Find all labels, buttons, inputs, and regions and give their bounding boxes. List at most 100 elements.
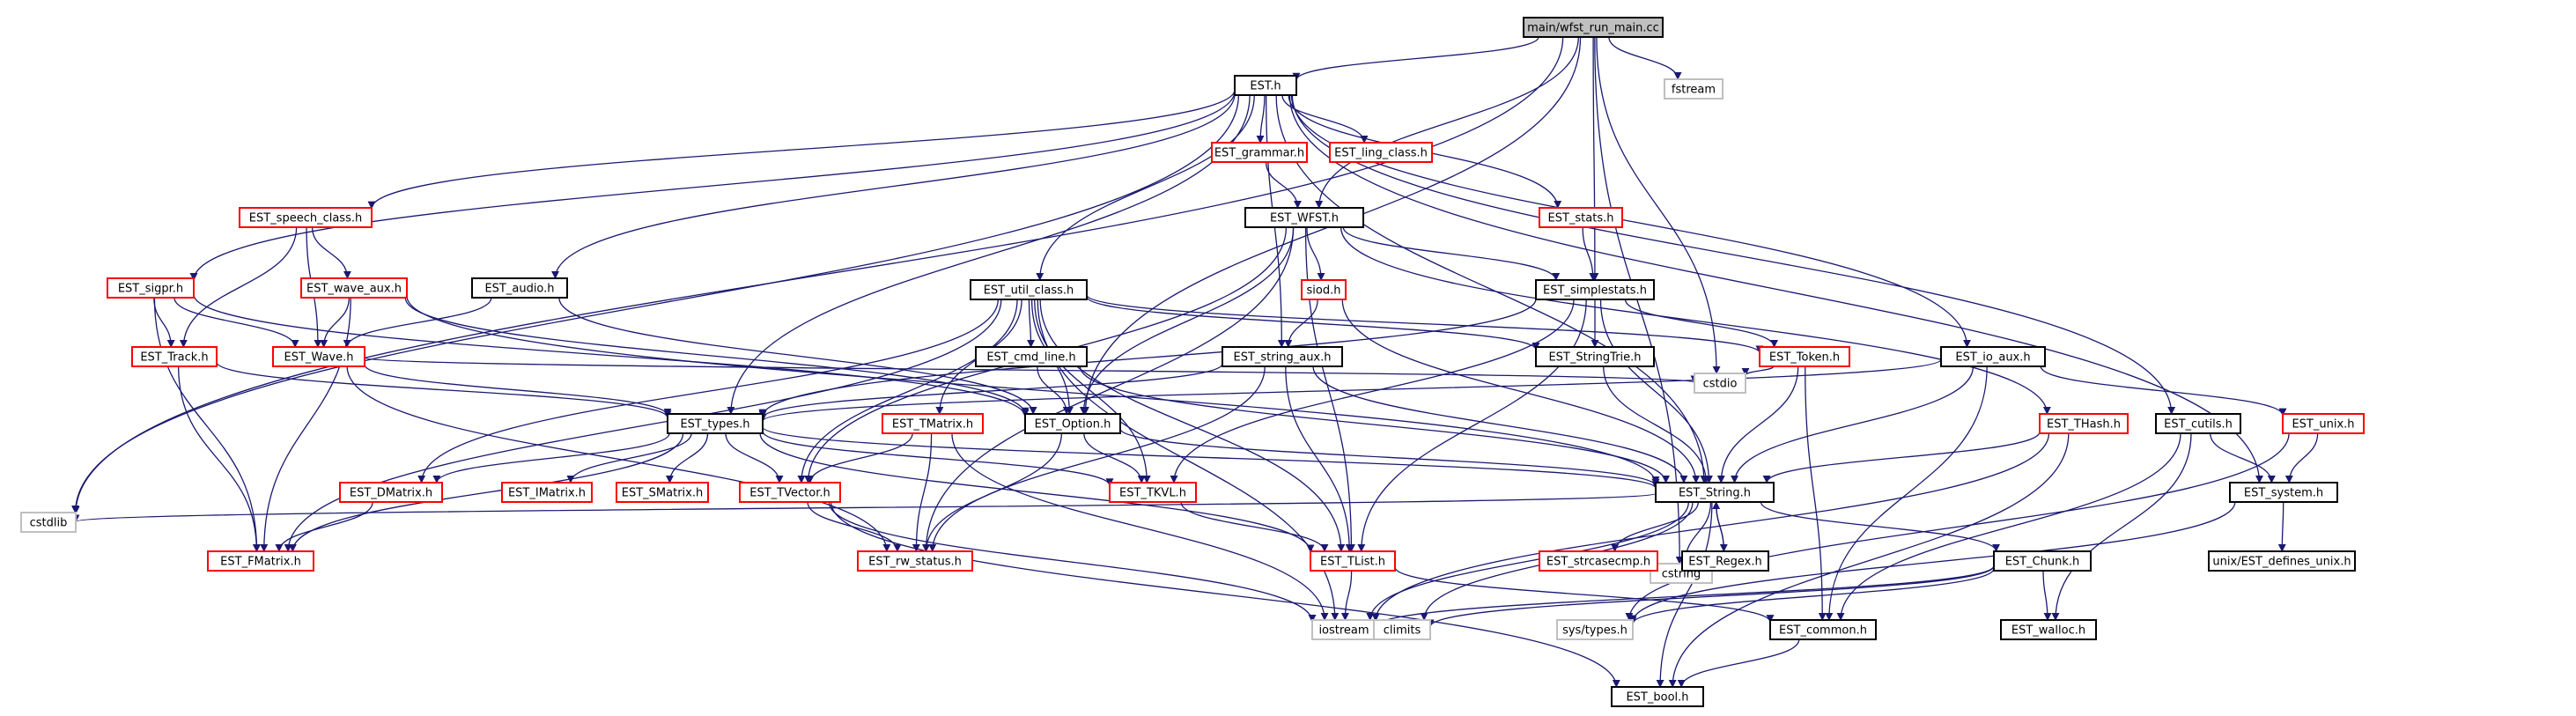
- edge-root-to-cstdlib: [71, 36, 1564, 514]
- node-stringtrie[interactable]: EST_StringTrie.h: [1535, 346, 1655, 367]
- node-box: [2155, 413, 2241, 434]
- node-box: [2208, 550, 2356, 572]
- node-root: main/wfst_run_main.cc: [1523, 17, 1664, 38]
- node-thash[interactable]: EST_THash.h: [2039, 413, 2129, 434]
- node-grammar[interactable]: EST_grammar.h: [1211, 142, 1308, 163]
- node-common[interactable]: EST_common.h: [1769, 619, 1877, 640]
- node-label: EST_bool.h: [1626, 691, 1688, 705]
- node-label: EST_stats.h: [1548, 212, 1614, 225]
- node-cstdlib[interactable]: cstdlib: [20, 512, 77, 533]
- node-box: [616, 482, 709, 503]
- node-box: [1373, 619, 1431, 640]
- node-box: [107, 277, 195, 299]
- node-walloc[interactable]: EST_walloc.h: [2000, 619, 2097, 640]
- node-tlist[interactable]: EST_TList.h: [1310, 550, 1396, 572]
- node-label: cstdlib: [30, 517, 68, 530]
- node-option[interactable]: EST_Option.h: [1024, 413, 1121, 434]
- node-box: [2039, 413, 2129, 434]
- node-dmatrix[interactable]: EST_DMatrix.h: [339, 482, 443, 503]
- node-tvector[interactable]: EST_TVector.h: [739, 482, 841, 503]
- node-fstream[interactable]: fstream: [1664, 78, 1723, 100]
- node-label: EST_walloc.h: [2011, 624, 2085, 638]
- node-types[interactable]: EST_types.h: [667, 413, 764, 434]
- edge-grammar-to-wfst: [1265, 161, 1302, 209]
- node-climits[interactable]: climits: [1373, 619, 1431, 640]
- node-fmatrix[interactable]: EST_FMatrix.h: [207, 550, 314, 572]
- edge-tvector-to-bool: [830, 501, 1620, 688]
- node-box: [1024, 413, 1121, 434]
- node-label: EST_types.h: [680, 418, 749, 432]
- node-iostream[interactable]: iostream: [1311, 619, 1377, 640]
- node-rwstatus[interactable]: EST_rw_status.h: [857, 550, 973, 572]
- node-wfst[interactable]: EST_WFST.h: [1244, 207, 1364, 228]
- node-siod[interactable]: siod.h: [1301, 279, 1347, 300]
- edge-unix-to-system: [2284, 432, 2319, 483]
- node-box: [1759, 346, 1850, 367]
- edge-thash-to-iostream: [1371, 432, 2050, 622]
- node-utilclass[interactable]: EST_util_class.h: [970, 279, 1088, 300]
- node-label: EST_TList.h: [1320, 556, 1385, 569]
- node-token[interactable]: EST_Token.h: [1759, 346, 1850, 367]
- edge-wave-to-cstdio: [364, 357, 1698, 384]
- node-ioaux[interactable]: EST_io_aux.h: [1940, 346, 2046, 367]
- edge-est-to-audio: [551, 93, 1236, 279]
- node-strcasecmp[interactable]: EST_strcasecmp.h: [1539, 550, 1658, 572]
- node-speechclass[interactable]: EST_speech_class.h: [239, 207, 373, 228]
- edge-tlist-to-common: [1394, 566, 1775, 624]
- node-box: [1301, 279, 1347, 300]
- edge-tlist-to-iostream: [1340, 570, 1353, 621]
- node-cstdio[interactable]: cstdio: [1694, 373, 1746, 394]
- edge-wave-to-rwstatus: [346, 365, 891, 552]
- node-system[interactable]: EST_system.h: [2229, 482, 2338, 503]
- node-imatrix[interactable]: EST_IMatrix.h: [501, 482, 593, 503]
- node-cutils[interactable]: EST_cutils.h: [2155, 413, 2241, 434]
- node-box: [1539, 550, 1658, 572]
- edge-ioaux-to-types: [758, 358, 1942, 423]
- node-est[interactable]: EST.h: [1234, 75, 1297, 96]
- node-regex[interactable]: EST_Regex.h: [1681, 550, 1769, 572]
- node-wave[interactable]: EST_Wave.h: [272, 346, 365, 367]
- edge-est-to-grammar: [1256, 94, 1266, 144]
- node-lingclass[interactable]: EST_ling_class.h: [1329, 142, 1433, 163]
- edge-est-to-ioaux: [1290, 94, 1971, 348]
- edge-dmatrix-to-fmatrix: [275, 501, 373, 552]
- edge-chunk-to-walloc: [2042, 570, 2052, 621]
- node-sigpr[interactable]: EST_sigpr.h: [107, 277, 195, 299]
- node-box: [272, 346, 365, 367]
- node-waveaux[interactable]: EST_wave_aux.h: [300, 277, 408, 299]
- edge-stringaux-to-types: [758, 363, 1223, 419]
- edge-wfst-to-rwstatus: [921, 226, 1295, 552]
- node-cmdline[interactable]: EST_cmd_line.h: [975, 346, 1088, 367]
- edge-wfst-to-siod: [1306, 226, 1325, 281]
- edge-simplestats-to-tkvl: [1170, 299, 1575, 483]
- node-label: EST_unix.h: [2292, 418, 2354, 432]
- node-systypes[interactable]: sys/types.h: [1556, 619, 1634, 640]
- node-box: [1769, 619, 1877, 640]
- edge-est-to-utilclass: [1036, 94, 1255, 281]
- node-unixdefines[interactable]: unix/EST_defines_unix.h: [2208, 550, 2356, 572]
- edge-simplestats-to-tlist: [1357, 299, 1587, 552]
- node-label: EST_Track.h: [140, 351, 208, 365]
- node-stringaux[interactable]: EST_string_aux.h: [1222, 346, 1343, 367]
- node-stats[interactable]: EST_stats.h: [1539, 207, 1623, 228]
- node-label: unix/EST_defines_unix.h: [2212, 556, 2351, 569]
- node-tmatrix[interactable]: EST_TMatrix.h: [882, 413, 984, 434]
- node-box: [2229, 482, 2338, 503]
- edge-string-to-chunk: [1760, 501, 2000, 552]
- node-track[interactable]: EST_Track.h: [131, 346, 218, 367]
- node-unix[interactable]: EST_unix.h: [2282, 413, 2365, 434]
- edge-siod-to-stringaux: [1284, 299, 1318, 348]
- node-chunk[interactable]: EST_Chunk.h: [1993, 550, 2092, 572]
- node-bool[interactable]: EST_bool.h: [1611, 686, 1704, 707]
- node-string[interactable]: EST_String.h: [1655, 482, 1775, 503]
- node-label: iostream: [1318, 624, 1369, 638]
- edge-cutils-to-system: [2210, 432, 2276, 483]
- node-audio[interactable]: EST_audio.h: [471, 277, 568, 299]
- node-smatrix[interactable]: EST_SMatrix.h: [616, 482, 709, 503]
- node-simplestats[interactable]: EST_simplestats.h: [1535, 279, 1655, 300]
- edge-token-to-string: [1716, 365, 1799, 483]
- edge-audio-to-wave: [343, 297, 492, 348]
- node-label: EST_grammar.h: [1214, 147, 1304, 160]
- node-label: EST_io_aux.h: [1955, 351, 2030, 365]
- node-tkvl[interactable]: EST_TKVL.h: [1109, 482, 1197, 503]
